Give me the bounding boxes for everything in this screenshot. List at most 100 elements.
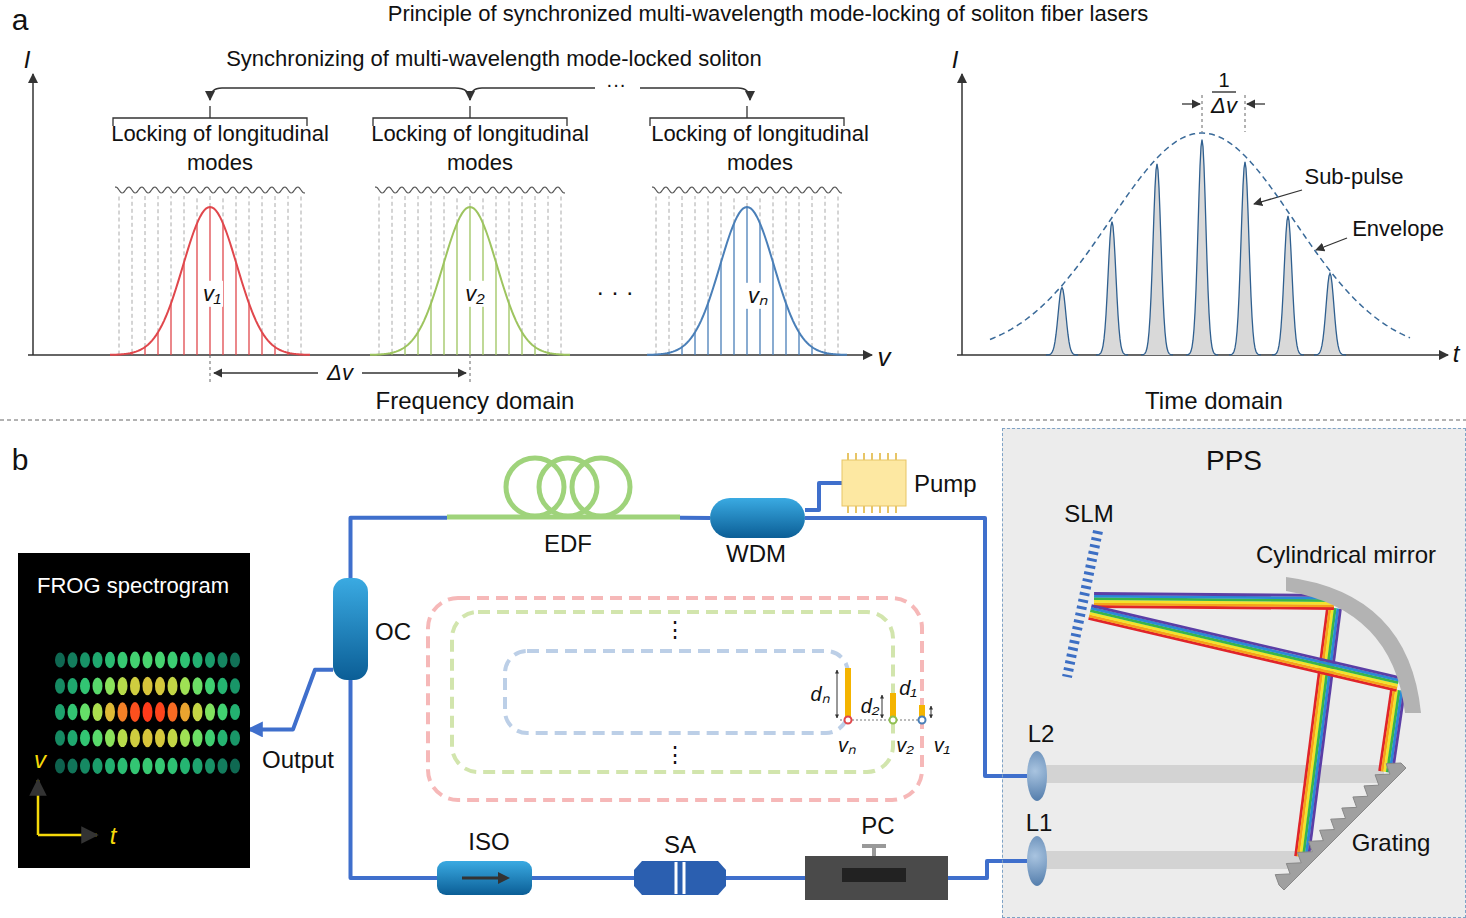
spectrogram-spot xyxy=(180,677,190,695)
spectrogram-spot xyxy=(143,677,153,696)
mode-line xyxy=(720,262,721,355)
pps-panel: PPSSLMCylindrical mirrorL2L1Grating xyxy=(1002,428,1466,918)
axis xyxy=(32,74,34,355)
node-shape xyxy=(437,861,532,895)
drawn-g xyxy=(447,458,680,517)
mode-guide xyxy=(184,196,185,262)
node-shape xyxy=(1061,529,1101,679)
cavity-ring xyxy=(505,651,848,733)
drawn-g xyxy=(1286,577,1421,713)
drawn-g xyxy=(38,652,240,835)
component-label: FROG spectrogram xyxy=(37,573,229,599)
annotation-label: Time domain xyxy=(1145,387,1283,416)
mode-line xyxy=(430,303,431,355)
mode-line xyxy=(157,332,158,355)
spectrogram-spot xyxy=(205,730,215,747)
spectrogram-spot xyxy=(218,758,228,773)
spectrogram-spot xyxy=(55,704,65,720)
wavelength-dot xyxy=(845,717,852,724)
spectrogram-spot xyxy=(230,678,240,694)
dispersed-beam xyxy=(1301,608,1333,857)
spacing-arrow xyxy=(362,372,466,373)
fiber-connector xyxy=(680,516,710,520)
mode-guide xyxy=(158,196,159,332)
component-box: L1 xyxy=(1027,836,1047,886)
pump-pin xyxy=(887,453,889,513)
dispersed-beam xyxy=(1089,618,1397,690)
component-label: SA xyxy=(664,831,696,860)
spectrogram-spot xyxy=(80,758,90,774)
drawn-g xyxy=(842,846,906,882)
mode-guide xyxy=(249,196,250,303)
component-box: PC xyxy=(805,856,948,900)
mode-guide xyxy=(262,196,263,332)
drawn-g xyxy=(634,861,726,895)
mode-guide xyxy=(812,196,813,347)
spectrogram-spot xyxy=(68,652,78,667)
frog-axis xyxy=(37,780,40,835)
annotation-label: I xyxy=(952,46,959,75)
dispersed-beam xyxy=(1094,594,1334,596)
spectrogram-spot xyxy=(118,677,128,695)
mode-guide xyxy=(210,196,211,207)
dispersed-beam xyxy=(1091,608,1399,680)
mode-line xyxy=(248,303,249,355)
spectrogram-spot xyxy=(218,678,228,694)
light-beam xyxy=(1046,851,1300,869)
spectrogram-spot xyxy=(118,729,128,747)
spectrogram-spot xyxy=(80,652,90,668)
mode-guide xyxy=(171,196,172,303)
annotation-label: v₂ xyxy=(896,733,914,757)
spectrogram-spot xyxy=(193,729,203,746)
sub-pulse xyxy=(1186,140,1218,355)
annotation-label: Synchronizing of multi-wavelength mode-l… xyxy=(226,46,762,72)
mode-line xyxy=(746,207,747,355)
annotation-label: d₁ xyxy=(899,676,916,700)
fiber-connector xyxy=(805,518,1027,776)
component-box: EDF xyxy=(447,456,680,519)
annotation-label: vₙ xyxy=(838,733,856,757)
mode-guide xyxy=(392,196,393,353)
mode-guide xyxy=(119,196,120,355)
pump-pin xyxy=(855,453,857,513)
spectrogram-spot xyxy=(230,704,240,720)
mode-line xyxy=(694,332,695,355)
fiber-connector xyxy=(805,483,842,510)
mode-guide xyxy=(509,196,510,303)
annotation-label: v₂ xyxy=(463,281,486,307)
drawn-g xyxy=(1067,531,1098,677)
mode-guide xyxy=(223,196,224,223)
fiber-connector xyxy=(351,680,438,878)
mode-line xyxy=(196,223,197,355)
mode-guide xyxy=(708,196,709,303)
component-label: EDF xyxy=(544,530,592,559)
panel-letter: a xyxy=(12,2,29,38)
pc-slot xyxy=(842,868,906,882)
spectrogram-spot xyxy=(155,652,165,669)
annotation-label: · · · xyxy=(596,278,633,307)
node-shape xyxy=(1275,757,1405,887)
component-label: Grating xyxy=(1352,829,1431,858)
spectrogram-spot xyxy=(155,758,165,775)
mode-line xyxy=(261,332,262,355)
dispersed-beam xyxy=(1392,691,1404,773)
mode-line xyxy=(508,303,509,355)
annotation-label: t xyxy=(1453,340,1460,369)
mode-guide xyxy=(548,196,549,353)
mode-line xyxy=(707,303,708,355)
pump-pin xyxy=(863,453,865,513)
edge-label: Output xyxy=(262,746,334,775)
delay-arrow xyxy=(837,670,838,718)
component-label: OC xyxy=(375,618,411,647)
annotation-label: I xyxy=(24,46,31,75)
figure-title: Principle of synchronized multi-waveleng… xyxy=(388,1,1149,27)
mode-guide xyxy=(760,196,761,223)
mode-guide xyxy=(561,196,562,355)
spectral-envelope xyxy=(647,207,847,355)
component-label: L1 xyxy=(1026,809,1053,838)
annotation-label: ⋮ xyxy=(664,742,686,768)
spectrogram-spot xyxy=(193,677,203,694)
component-box: SLM xyxy=(1061,529,1101,679)
fiber-connector xyxy=(726,876,805,880)
